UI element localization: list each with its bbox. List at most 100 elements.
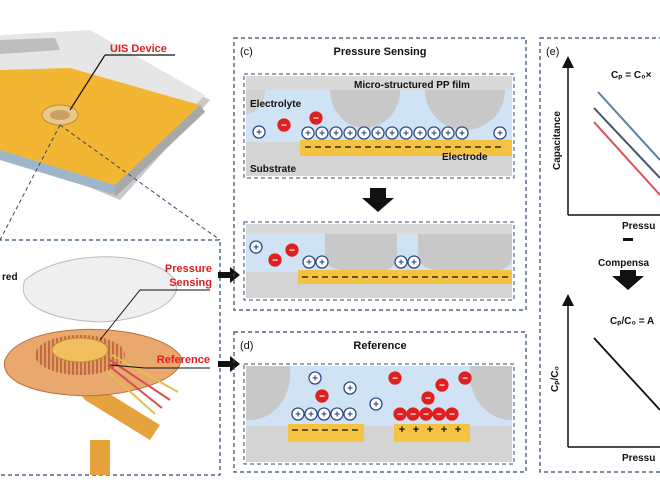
panel-e: (e) Cₚ = C₀× Capacitance Pressu Compensa… bbox=[539, 37, 660, 473]
arrow-to-panel-c bbox=[218, 267, 240, 283]
electrolyte-label: Electrolyte bbox=[250, 99, 302, 110]
panel-c: (c) Pressure Sensing Micro-structured PP… bbox=[233, 37, 527, 311]
anion-sign: − bbox=[272, 256, 278, 267]
cation bbox=[441, 126, 455, 140]
anion bbox=[309, 111, 323, 125]
film-label: Micro-structured PP film bbox=[354, 80, 470, 91]
cation-sign: + bbox=[347, 384, 353, 395]
cation bbox=[413, 126, 427, 140]
cation bbox=[315, 126, 329, 140]
exploded-view: red Pressure Sensing Reference bbox=[0, 239, 221, 476]
top-xlabel: Pressu bbox=[622, 221, 655, 232]
panel-d-letter: (d) bbox=[240, 340, 253, 352]
cation-sign: + bbox=[459, 129, 465, 140]
center-electrode bbox=[51, 337, 109, 363]
sensing-schematic-unloaded: Micro-structured PP film Electrolyte Ele… bbox=[243, 73, 515, 179]
anion-sign: − bbox=[425, 394, 431, 405]
panel-e-letter: (e) bbox=[546, 46, 559, 58]
anion bbox=[445, 407, 459, 421]
cation bbox=[330, 407, 344, 421]
panel-d: (d) Reference ++−+−−−−+++++−−−−−+++++ bbox=[233, 331, 527, 473]
anion bbox=[393, 407, 407, 421]
cation bbox=[304, 407, 318, 421]
cation bbox=[394, 255, 408, 269]
anion bbox=[285, 243, 299, 257]
anion-sign: − bbox=[436, 410, 442, 421]
panel-d-frame bbox=[233, 331, 527, 473]
anion bbox=[432, 407, 446, 421]
cation bbox=[455, 126, 469, 140]
compensation-label: Compensa bbox=[598, 258, 650, 269]
cation bbox=[371, 126, 385, 140]
compressed-dome-2 bbox=[418, 234, 512, 270]
top-equation: Cₚ = C₀× bbox=[611, 70, 652, 81]
cation bbox=[291, 407, 305, 421]
reference-label: Reference bbox=[157, 354, 210, 366]
cation bbox=[329, 126, 343, 140]
cation bbox=[343, 126, 357, 140]
anion-sign: − bbox=[319, 392, 325, 403]
anion-sign: − bbox=[449, 410, 455, 421]
cation bbox=[315, 255, 329, 269]
pp-film bbox=[22, 256, 178, 323]
panel-e-frame bbox=[539, 37, 660, 473]
capacitance-plot: Cₚ = C₀× Capacitance Pressu bbox=[552, 56, 660, 232]
cation-sign: + bbox=[497, 129, 503, 140]
anion-sign: − bbox=[281, 121, 287, 132]
electrode-charge-plus: + bbox=[455, 424, 461, 436]
anion-sign: − bbox=[410, 410, 416, 421]
cation bbox=[357, 126, 371, 140]
electrode-charge-plus: + bbox=[427, 424, 433, 436]
curve-1 bbox=[597, 91, 660, 161]
cation bbox=[308, 371, 322, 385]
cation-sign: + bbox=[347, 410, 353, 421]
device-illustration: UIS Device bbox=[0, 30, 221, 241]
electrode-charge-plus: + bbox=[441, 424, 447, 436]
cation bbox=[407, 255, 421, 269]
ions-loaded: +−−++++ bbox=[249, 240, 421, 269]
cation bbox=[493, 126, 507, 140]
anion-sign: − bbox=[313, 114, 319, 125]
anion-sign: − bbox=[423, 410, 429, 421]
cation-sign: + bbox=[403, 129, 409, 140]
anion-sign: − bbox=[439, 381, 445, 392]
electrode-charge-plus: + bbox=[399, 424, 405, 436]
bottom-xlabel: Pressu bbox=[622, 453, 655, 464]
cation bbox=[249, 240, 263, 254]
panel-c-frame bbox=[233, 37, 527, 311]
pressure-sensing-label-2: Sensing bbox=[169, 277, 212, 289]
anion bbox=[315, 389, 329, 403]
electrode-label: Electrode bbox=[442, 152, 488, 163]
reference-electrode-left bbox=[288, 424, 364, 442]
cation-sign: + bbox=[334, 410, 340, 421]
anion-sign: − bbox=[392, 374, 398, 385]
anion bbox=[421, 391, 435, 405]
normalized-plot: Cₚ/C₀ = A Cₚ/C₀ Pressu bbox=[550, 294, 660, 464]
cation-sign: + bbox=[295, 410, 301, 421]
anion-sign: − bbox=[397, 410, 403, 421]
anion bbox=[458, 371, 472, 385]
cation-sign: + bbox=[375, 129, 381, 140]
pp-film-top bbox=[246, 76, 512, 90]
bottom-ylabel: Cₚ/C₀ bbox=[550, 366, 561, 392]
device-tab bbox=[0, 38, 60, 54]
partial-label: red bbox=[2, 272, 18, 283]
cation-sign: + bbox=[411, 258, 417, 269]
anion bbox=[268, 253, 282, 267]
substrate-label: Substrate bbox=[250, 164, 297, 175]
ions-unloaded: +−−+++++++++++++ bbox=[252, 111, 507, 140]
anion-sign: − bbox=[462, 374, 468, 385]
cation-sign: + bbox=[389, 129, 395, 140]
cation-sign: + bbox=[253, 243, 259, 254]
anion bbox=[277, 118, 291, 132]
cation-sign: + bbox=[319, 129, 325, 140]
reference-electrode-right bbox=[394, 424, 470, 442]
cation-sign: + bbox=[308, 410, 314, 421]
cation bbox=[343, 381, 357, 395]
cation-sign: + bbox=[398, 258, 404, 269]
cation bbox=[369, 397, 383, 411]
cation-sign: + bbox=[312, 374, 318, 385]
device-gold-layer bbox=[0, 68, 200, 185]
anion bbox=[435, 378, 449, 392]
bottom-equation: Cₚ/C₀ = A bbox=[610, 316, 654, 327]
